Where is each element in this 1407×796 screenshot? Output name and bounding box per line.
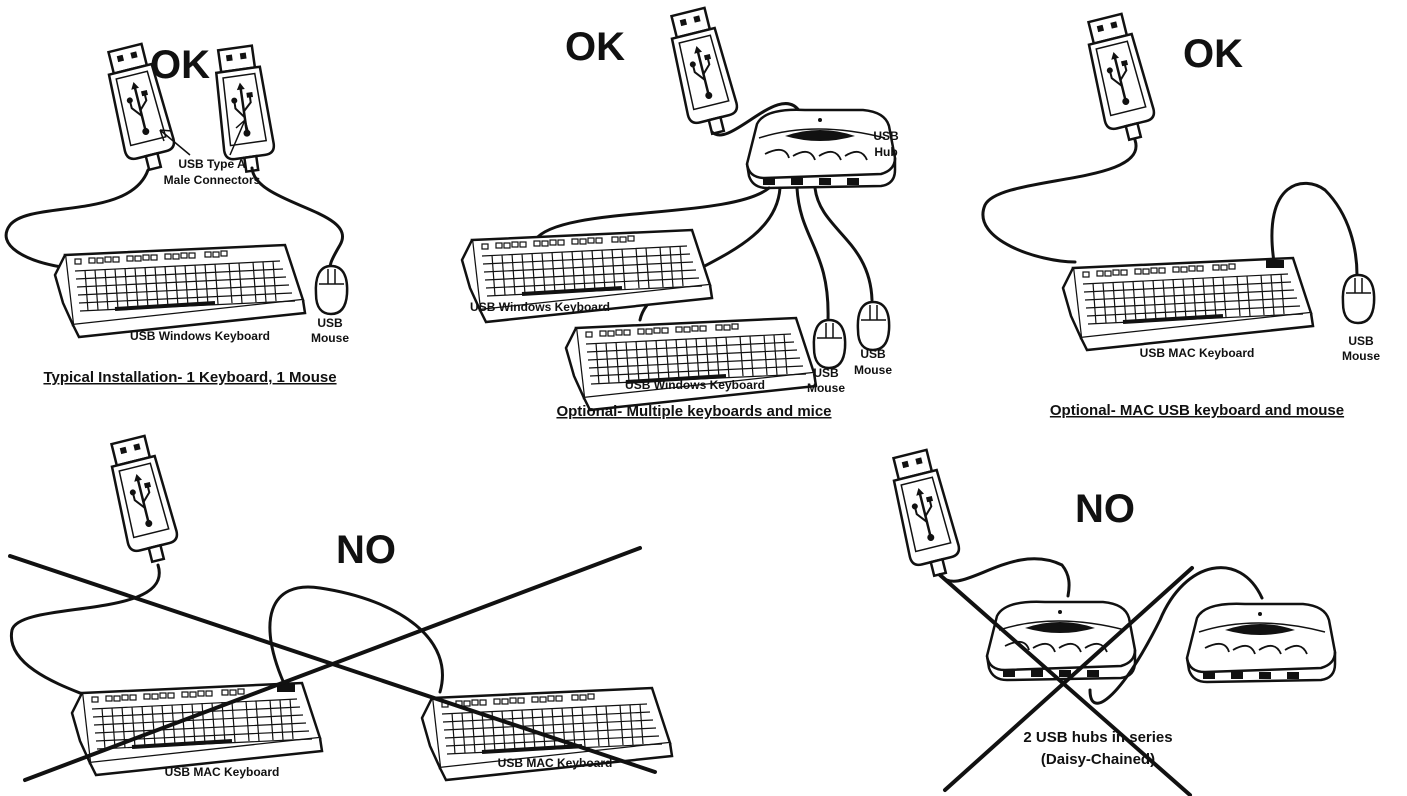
status-ok: OK <box>150 43 210 87</box>
usb-hub-icon <box>1187 604 1335 682</box>
mouse1-label-line1: USB <box>813 366 839 380</box>
keyboard-cable <box>983 140 1136 262</box>
mouse-icon <box>814 320 845 368</box>
keyboard-label: USB Windows Keyboard <box>130 329 270 343</box>
caption: Optional- MAC USB keyboard and mouse <box>1050 402 1344 419</box>
panel-mac-chain: NO USB MAC Keyboard USB MAC Keyboard <box>10 434 672 780</box>
mouse-icon <box>1343 275 1374 323</box>
panel-mac: OK USB MAC Keyboard USB Mouse Optional- … <box>983 12 1380 419</box>
note-line1: 2 USB hubs in series <box>1023 729 1172 746</box>
connector-callout-line1: USB Type A <box>178 157 246 171</box>
usb-plug-icon <box>104 434 183 566</box>
usb-plug-icon <box>1081 12 1160 144</box>
note-line2: (Daisy-Chained) <box>1041 751 1155 768</box>
keyboard1-cable <box>11 565 159 695</box>
keyboard2-label: USB Windows Keyboard <box>625 378 765 392</box>
mouse2-cable <box>815 188 872 300</box>
panel-multiple: OK USB Hub USB Windows Keyboard USB Wind… <box>462 6 899 420</box>
usb-plug-icon <box>664 6 743 138</box>
mouse-label-line1: USB <box>317 316 343 330</box>
mouse-label-line1: USB <box>1348 334 1374 348</box>
keyboard-icon <box>72 683 322 775</box>
panel-hub-chain: NO 2 USB hubs in series (Daisy-Chained) <box>886 448 1335 795</box>
status-no: NO <box>1075 487 1135 531</box>
usb-plug-icon <box>886 448 965 580</box>
caption: Optional- Multiple keyboards and mice <box>556 403 831 420</box>
status-ok: OK <box>1183 32 1243 76</box>
keyboard1-label: USB Windows Keyboard <box>470 300 610 314</box>
keyboard-usb-port <box>1266 260 1284 268</box>
usb-plug-icon <box>210 45 277 175</box>
mouse-label-line2: Mouse <box>311 331 349 345</box>
mouse2-label-line1: USB <box>860 347 886 361</box>
mouse-icon <box>858 302 889 350</box>
keyboard-icon <box>55 245 305 337</box>
keyboard-icon <box>1063 258 1313 350</box>
usb-hub-icon <box>747 110 895 188</box>
mouse2-label-line2: Mouse <box>854 363 892 377</box>
connector-callout-line2: Male Connectors <box>164 173 261 187</box>
status-no: NO <box>336 528 396 572</box>
keyboard-label: USB MAC Keyboard <box>1140 346 1255 360</box>
caption: Typical Installation- 1 Keyboard, 1 Mous… <box>43 369 336 386</box>
keyboard1-label: USB MAC Keyboard <box>165 765 280 779</box>
panel-typical: OK USB Type A Male Connectors USB Window… <box>6 42 349 386</box>
hub-label-line1: USB <box>873 129 899 143</box>
mouse1-cable <box>797 188 828 320</box>
mouse-label-line2: Mouse <box>1342 349 1380 363</box>
keyboard-icon <box>566 318 816 410</box>
mouse1-label-line2: Mouse <box>807 381 845 395</box>
status-ok: OK <box>565 25 625 69</box>
keyboard2-label: USB MAC Keyboard <box>498 756 613 770</box>
hub-label-line2: Hub <box>874 145 897 159</box>
mouse-icon <box>316 266 347 314</box>
